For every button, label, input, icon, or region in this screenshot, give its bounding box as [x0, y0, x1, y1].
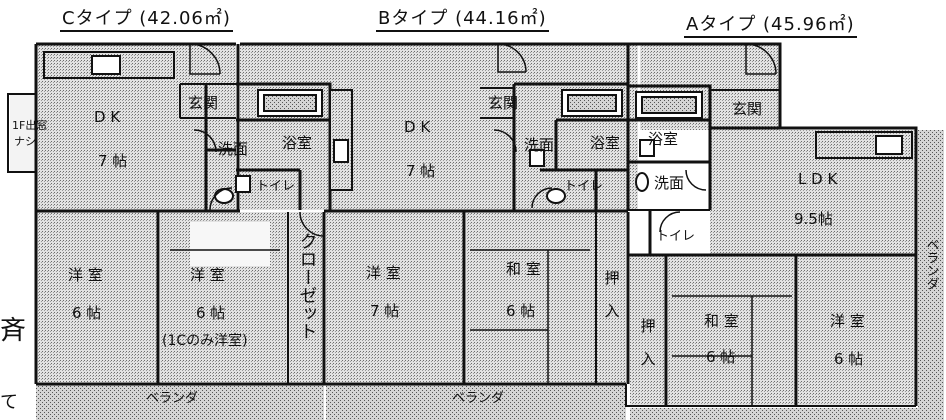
bay-window-note: 1F出窓: [12, 119, 48, 132]
a-bath-label: 浴室: [648, 130, 679, 148]
a-toilet-label: トイレ: [656, 229, 696, 244]
b-toilet-label: トイレ: [564, 179, 604, 194]
b-western-label: 洋 室: [366, 264, 401, 282]
c-western1-size: 6 帖: [72, 304, 102, 322]
a-japanese-label: 和 室: [704, 312, 739, 330]
tatami-lines: [170, 249, 792, 406]
a-ldk-size: 9.5帖: [794, 210, 833, 228]
doors: [189, 43, 777, 237]
closet-label: クローゼット: [296, 232, 318, 344]
c-western2-label: 洋 室: [190, 266, 225, 284]
edge-character-2: て: [0, 392, 18, 413]
balcony-middle-label: ベランダ: [452, 391, 505, 406]
a-oshiire-text: 押入: [638, 318, 657, 384]
c-western2-note: (1Cのみ洋室): [162, 333, 248, 349]
a-entrance-label: 玄関: [732, 100, 763, 118]
c-dk-label: D K: [94, 108, 121, 126]
walls: [34, 42, 918, 407]
bay-window: [7, 93, 37, 173]
c-dk-size: 7 帖: [98, 152, 128, 170]
c-bath-label: 浴室: [282, 134, 313, 152]
b-entrance-label: 玄関: [488, 94, 519, 112]
a-japanese-size: 6 帖: [706, 348, 736, 366]
b-oshiire-text: 押入: [602, 270, 621, 336]
b-japanese-label: 和 室: [506, 260, 541, 278]
header-a-type: Aタイプ (45.96㎡): [684, 16, 857, 38]
b-wash-label: 洗面: [524, 136, 555, 154]
b-dk-size: 7 帖: [406, 162, 436, 180]
b-oshiire-label: 押入: [602, 270, 621, 340]
closet-text: クローゼット: [296, 232, 318, 340]
a-wash-label: 洗面: [654, 174, 685, 192]
balcony-left-label: ベランダ: [146, 391, 199, 406]
c-western1-label: 洋 室: [68, 266, 103, 284]
a-ldk-label: L D K: [798, 170, 838, 188]
b-bath-label: 浴室: [590, 134, 621, 152]
header-b-type: Bタイプ (44.16㎡): [376, 10, 549, 32]
fixtures: [43, 51, 913, 204]
b-japanese-size: 6 帖: [506, 302, 536, 320]
header-c-type: Cタイプ (42.06㎡): [60, 10, 233, 32]
b-western-size: 7 帖: [370, 302, 400, 320]
a-western-size: 6 帖: [834, 350, 864, 368]
balcony-right-text: ベランダ: [923, 238, 939, 290]
a-oshiire-label: 押入: [638, 318, 657, 388]
b-dk-label: D K: [404, 118, 431, 136]
edge-character: 斉: [0, 316, 27, 346]
a-western-label: 洋 室: [830, 312, 865, 330]
c-toilet-label: トイレ: [256, 179, 296, 194]
c-wash-label: 洗面: [218, 140, 249, 158]
balcony-right-label: ベランダ: [922, 238, 940, 295]
bay-window-note-2: ナシ: [14, 135, 36, 148]
c-entrance-label: 玄関: [188, 94, 219, 112]
c-western2-size: 6 帖: [196, 304, 226, 322]
floor-fill: [10, 44, 944, 420]
